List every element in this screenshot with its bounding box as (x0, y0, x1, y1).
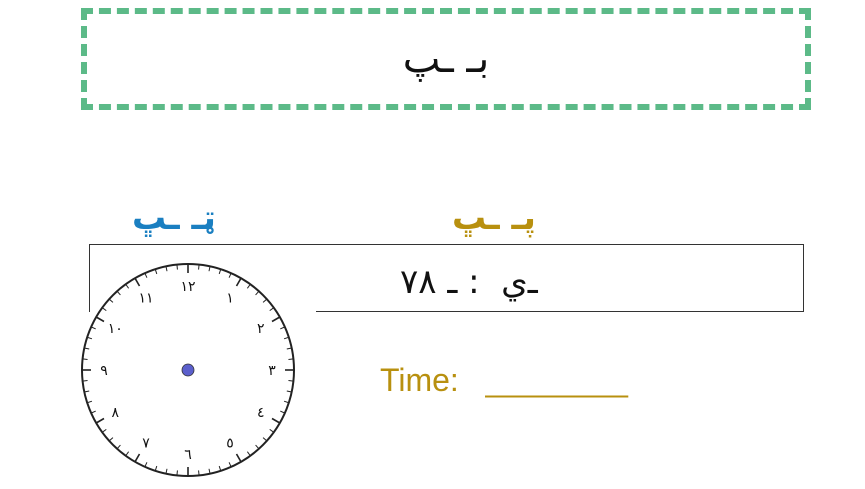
clock-tick (108, 298, 114, 303)
clock-tick (108, 437, 114, 442)
clock-tick (235, 277, 242, 287)
clock-tick (269, 428, 275, 433)
clock-tick (246, 283, 251, 289)
clock-tick (176, 470, 178, 476)
clock-tick (101, 428, 107, 433)
clock-tick (283, 336, 289, 340)
time-answer[interactable]: Time: ________ (380, 362, 628, 399)
right-label: پ‍ـ ـڀ (452, 198, 536, 238)
clock-tick (271, 316, 281, 323)
clock-tick (154, 269, 158, 275)
clock-tick (87, 336, 93, 340)
title-box: ب‍ـ ـپ (81, 8, 811, 110)
clock-tick (246, 451, 251, 457)
question-text: ـ‌ي ‌ : ـ‍‍ ٧٨ (400, 262, 538, 302)
clock-tick (235, 453, 242, 463)
clock-tick (144, 462, 148, 468)
clock-numeral: ١١ (138, 290, 153, 306)
clock-numeral: ١ (226, 290, 234, 306)
clock-tick (218, 269, 222, 275)
clock-numeral: ٦ (184, 447, 192, 463)
clock-tick (283, 400, 289, 404)
clock-tick (198, 264, 200, 270)
clock-tick (271, 417, 281, 424)
clock-tick (84, 347, 90, 350)
clock-tick (87, 400, 93, 404)
clock-tick (165, 468, 168, 474)
clock-tick (176, 264, 178, 270)
clock-tick (125, 283, 130, 289)
question-frame (89, 244, 804, 312)
left-label: ټ‍ـ ـڀ (132, 198, 216, 238)
clock-tick (208, 468, 211, 474)
clock-tick (125, 451, 130, 457)
question-underline (316, 311, 804, 312)
clock-tick (286, 347, 292, 350)
time-label: Time: (380, 362, 459, 398)
clock-tick (90, 410, 96, 414)
clock-numeral: ١٢ (180, 279, 195, 295)
clock-tick (280, 410, 286, 414)
clock-tick (90, 326, 96, 330)
clock-numeral: ٧ (142, 436, 150, 452)
clock-tick (154, 465, 158, 471)
page-title: ب‍ـ ـپ (402, 36, 490, 82)
clock-ticks (82, 264, 294, 476)
clock-numeral: ١٠ (108, 321, 123, 337)
clock-tick (280, 326, 286, 330)
clock-tick (218, 465, 222, 471)
clock-tick (116, 444, 121, 450)
clock-tick (269, 307, 275, 312)
clock-tick (165, 266, 168, 272)
clock-numeral: ٨ (111, 405, 119, 421)
clock-tick (82, 358, 88, 360)
clock-tick (198, 470, 200, 476)
clock-tick (116, 290, 121, 296)
clock-numeral: ٥ (226, 436, 234, 452)
clock-tick (95, 417, 105, 424)
clock-tick (134, 453, 141, 463)
clock-tick (84, 390, 90, 393)
clock-tick (288, 358, 294, 360)
clock-tick (262, 298, 268, 303)
clock-tick (288, 380, 294, 382)
clock-tick (144, 272, 148, 278)
clock-tick (95, 316, 105, 323)
clock-tick (208, 266, 211, 272)
time-blank[interactable]: ________ (485, 362, 628, 398)
clock-tick (82, 380, 88, 382)
clock-tick (228, 272, 232, 278)
clock-numeral: ٤ (257, 405, 265, 421)
clock-numeral: ٩ (100, 363, 108, 379)
clock-numeral: ٣ (268, 363, 276, 379)
clock-tick (262, 437, 268, 442)
clock-tick (255, 444, 260, 450)
clock-tick (134, 277, 141, 287)
clock-center-dot (181, 363, 195, 377)
clock-tick (286, 390, 292, 393)
clock-tick (255, 290, 260, 296)
clock-tick (101, 307, 107, 312)
clock-numeral: ٢ (257, 321, 265, 337)
clock-tick (228, 462, 232, 468)
